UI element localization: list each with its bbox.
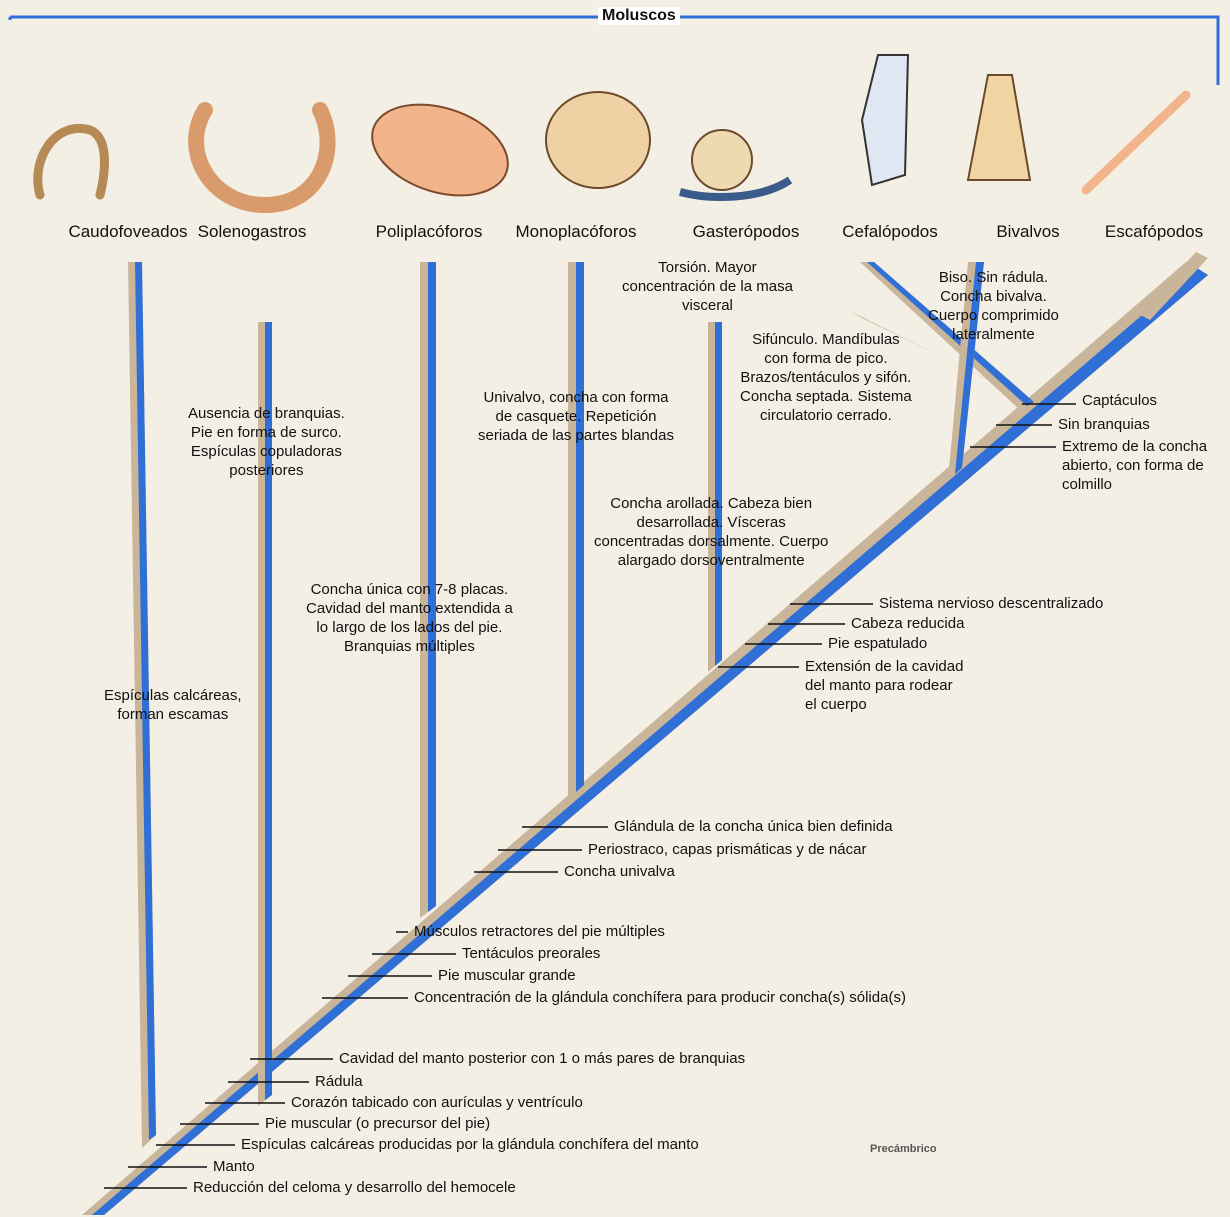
trait-base-3: Pie muscular (o precursor del pie): [265, 1114, 490, 1133]
trait-univalve-1: Periostraco, capas prismáticas y de náca…: [588, 840, 866, 859]
trait-base-5: Manto: [213, 1157, 255, 1176]
branch-monoplacoforos-blue: [576, 262, 584, 792]
note-caudofoveados: Espículas calcáreas,forman escamas: [104, 686, 242, 724]
trait-shell-1: Tentáculos preorales: [462, 944, 600, 963]
bivalvo-drawing: [968, 75, 1030, 180]
trait-base-2: Corazón tabicado con aurículas y ventríc…: [291, 1093, 583, 1112]
monoplacoforo-drawing: [546, 92, 650, 188]
trait-conchifera-0: Sistema nervioso descentralizado: [879, 594, 1103, 613]
trait-escafopodos-1: Sin branquias: [1058, 415, 1150, 434]
taxon-label-caudofoveados: Caudofoveados: [68, 222, 187, 242]
caudofoveado-drawing: [38, 128, 105, 195]
trait-univalve-0: Glándula de la concha única bien definid…: [614, 817, 893, 836]
escafopodo-drawing: [1086, 95, 1186, 190]
branch-escafopodos: [1138, 252, 1208, 320]
taxon-label-gasteropodos: Gasterópodos: [693, 222, 800, 242]
note-solenogastros: Ausencia de branquias.Pie en forma de su…: [188, 404, 345, 480]
trait-univalve-2: Concha univalva: [564, 862, 675, 881]
taxon-label-cefalopodos: Cefalópodos: [842, 222, 937, 242]
taxon-label-poliplacoforos: Poliplacóforos: [376, 222, 483, 242]
trait-shell-0: Músculos retractores del pie múltiples: [414, 922, 665, 941]
solenogastro-drawing: [196, 110, 327, 205]
trait-conchifera-2: Pie espatulado: [828, 634, 927, 653]
trait-base-4: Espículas calcáreas producidas por la gl…: [241, 1135, 699, 1154]
cefalopodo-drawing: [862, 55, 908, 185]
gasteropodo-drawing: [692, 130, 752, 190]
moluscos-bracket: [10, 17, 1218, 85]
trait-base-0: Cavidad del manto posterior con 1 o más …: [339, 1049, 745, 1068]
taxon-label-escafopodos: Escafópodos: [1105, 222, 1203, 242]
diagram-title: Moluscos: [598, 7, 680, 25]
poliplacoforo-drawing: [360, 88, 519, 211]
taxon-label-solenogastros: Solenogastros: [198, 222, 307, 242]
note-poliplacoforos: Concha única con 7-8 placas.Cavidad del …: [306, 580, 513, 656]
note-bivalvos: Biso. Sin rádula.Concha bivalva.Cuerpo c…: [928, 268, 1059, 344]
taxon-label-monoplacoforos: Monoplacóforos: [516, 222, 637, 242]
trait-base-1: Rádula: [315, 1072, 363, 1091]
taxon-label-bivalvos: Bivalvos: [996, 222, 1059, 242]
trait-shell-3: Concentración de la glándula conchífera …: [414, 988, 906, 1007]
trait-base-6: Reducción del celoma y desarrollo del he…: [193, 1178, 516, 1197]
trait-conchifera-1: Cabeza reducida: [851, 614, 964, 633]
trait-escafopodos-0: Captáculos: [1082, 391, 1157, 410]
trait-shell-2: Pie muscular grande: [438, 966, 576, 985]
